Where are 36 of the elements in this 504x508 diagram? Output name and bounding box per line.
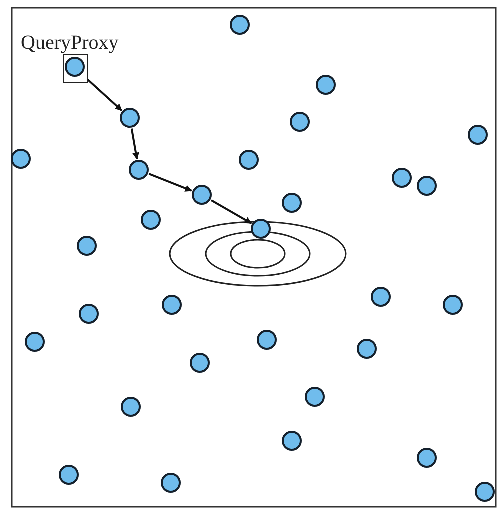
peer-node-circle bbox=[316, 75, 336, 95]
peer-node-circle bbox=[282, 193, 302, 213]
peer-node-circle bbox=[230, 15, 250, 35]
peer-node-circle bbox=[417, 176, 437, 196]
peer-node-circle bbox=[162, 295, 182, 315]
peer-node-circle bbox=[290, 112, 310, 132]
peer-node-circle bbox=[251, 219, 271, 239]
peer-node-circle bbox=[77, 236, 97, 256]
peer-node-circle bbox=[443, 295, 463, 315]
peer-node-circle bbox=[11, 149, 31, 169]
peer-node-circle bbox=[192, 185, 212, 205]
arrow bbox=[130, 128, 140, 160]
peer-node-circle bbox=[79, 304, 99, 324]
peer-node-circle bbox=[417, 448, 437, 468]
arrow bbox=[87, 79, 123, 112]
peer-node-circle bbox=[120, 108, 140, 128]
peer-node-circle bbox=[257, 330, 277, 350]
arrow bbox=[211, 200, 252, 224]
node-label: QueryProxy bbox=[21, 33, 119, 53]
peer-node-circle bbox=[357, 339, 377, 359]
peer-node-circle bbox=[305, 387, 325, 407]
peer-node-circle bbox=[121, 397, 141, 417]
peer-node-circle bbox=[161, 473, 181, 493]
peer-node-circle bbox=[64, 56, 84, 76]
peer-node-circle bbox=[59, 465, 79, 485]
peer-node-circle bbox=[25, 332, 45, 352]
peer-node-circle bbox=[141, 210, 161, 230]
peer-node-circle bbox=[129, 160, 149, 180]
peer-node-circle bbox=[371, 287, 391, 307]
peer-node-circle bbox=[475, 482, 495, 502]
peer-node-circle bbox=[392, 168, 412, 188]
arrow bbox=[148, 173, 192, 192]
peer-node-circle bbox=[468, 125, 488, 145]
peer-node-circle bbox=[190, 353, 210, 373]
peer-node-circle bbox=[239, 150, 259, 170]
peer-node-circle bbox=[282, 431, 302, 451]
